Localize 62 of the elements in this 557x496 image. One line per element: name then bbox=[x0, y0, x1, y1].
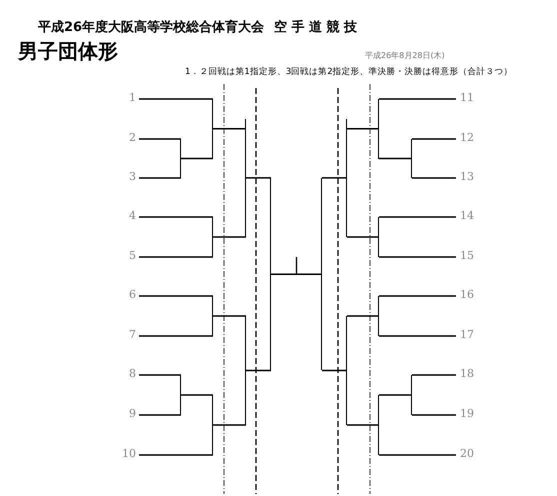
bracket-line bbox=[139, 454, 213, 456]
bracket-line bbox=[412, 138, 456, 140]
heading: 男子団体形 bbox=[18, 38, 118, 65]
team-number: 6 bbox=[129, 289, 136, 301]
bracket-line bbox=[379, 98, 456, 100]
bracket-line bbox=[213, 128, 246, 130]
bracket-line bbox=[181, 394, 213, 396]
bracket-line bbox=[379, 256, 456, 258]
team-number: 19 bbox=[460, 408, 474, 420]
team-number: 2 bbox=[129, 132, 136, 144]
bracket-line bbox=[139, 177, 181, 179]
team-number: 11 bbox=[460, 92, 474, 104]
bracket-line bbox=[322, 370, 347, 372]
bracket-line bbox=[213, 236, 246, 238]
date: 平成26年8月28日(木) bbox=[365, 50, 445, 61]
bracket-line bbox=[412, 414, 456, 416]
bracket-line bbox=[246, 370, 271, 372]
team-number: 15 bbox=[460, 250, 474, 262]
bracket-line bbox=[139, 256, 213, 258]
note: 1．２回戦は第1指定形、3回戦は第2指定形、準決勝・決勝は得意形（合計３つ） bbox=[185, 66, 513, 78]
bracket-line bbox=[347, 424, 379, 426]
team-number: 13 bbox=[460, 171, 474, 183]
bracket-line bbox=[246, 177, 271, 179]
team-number: 5 bbox=[129, 250, 136, 262]
bracket-line bbox=[139, 335, 213, 337]
team-number: 4 bbox=[129, 210, 136, 222]
bracket-line bbox=[412, 374, 456, 376]
bracket-line bbox=[379, 335, 456, 337]
subtitle: 空 手 道 競 技 bbox=[274, 18, 358, 36]
bracket-line bbox=[139, 138, 181, 140]
team-number: 3 bbox=[129, 171, 136, 183]
bracket-line bbox=[213, 315, 246, 317]
bracket-line bbox=[271, 273, 322, 275]
bracket-line bbox=[322, 177, 347, 179]
team-number: 9 bbox=[129, 408, 136, 420]
bracket-line bbox=[139, 98, 213, 100]
team-number: 14 bbox=[460, 210, 474, 222]
bracket-line bbox=[379, 394, 412, 396]
bracket-line bbox=[379, 158, 412, 160]
bracket-line bbox=[139, 374, 181, 376]
team-number: 16 bbox=[460, 289, 474, 301]
title: 平成26年度大阪高等学校総合体育大会 bbox=[38, 18, 264, 36]
team-number: 1 bbox=[129, 92, 136, 104]
team-number: 18 bbox=[460, 368, 474, 380]
team-number: 12 bbox=[460, 132, 474, 144]
bracket-line bbox=[139, 295, 213, 297]
team-number: 10 bbox=[122, 448, 136, 460]
bracket-line bbox=[412, 177, 456, 179]
team-number: 17 bbox=[460, 329, 474, 341]
team-number: 20 bbox=[460, 448, 474, 460]
bracket-line bbox=[181, 158, 213, 160]
bracket-line bbox=[379, 295, 456, 297]
bracket-line bbox=[379, 454, 456, 456]
bracket-line bbox=[379, 216, 456, 218]
bracket-line bbox=[347, 236, 379, 238]
bracket-line bbox=[139, 414, 181, 416]
bracket-line bbox=[347, 315, 379, 317]
bracket-line bbox=[347, 128, 379, 130]
team-number: 8 bbox=[129, 368, 136, 380]
team-number: 7 bbox=[129, 329, 136, 341]
bracket-line bbox=[139, 216, 213, 218]
bracket-line bbox=[213, 424, 246, 426]
